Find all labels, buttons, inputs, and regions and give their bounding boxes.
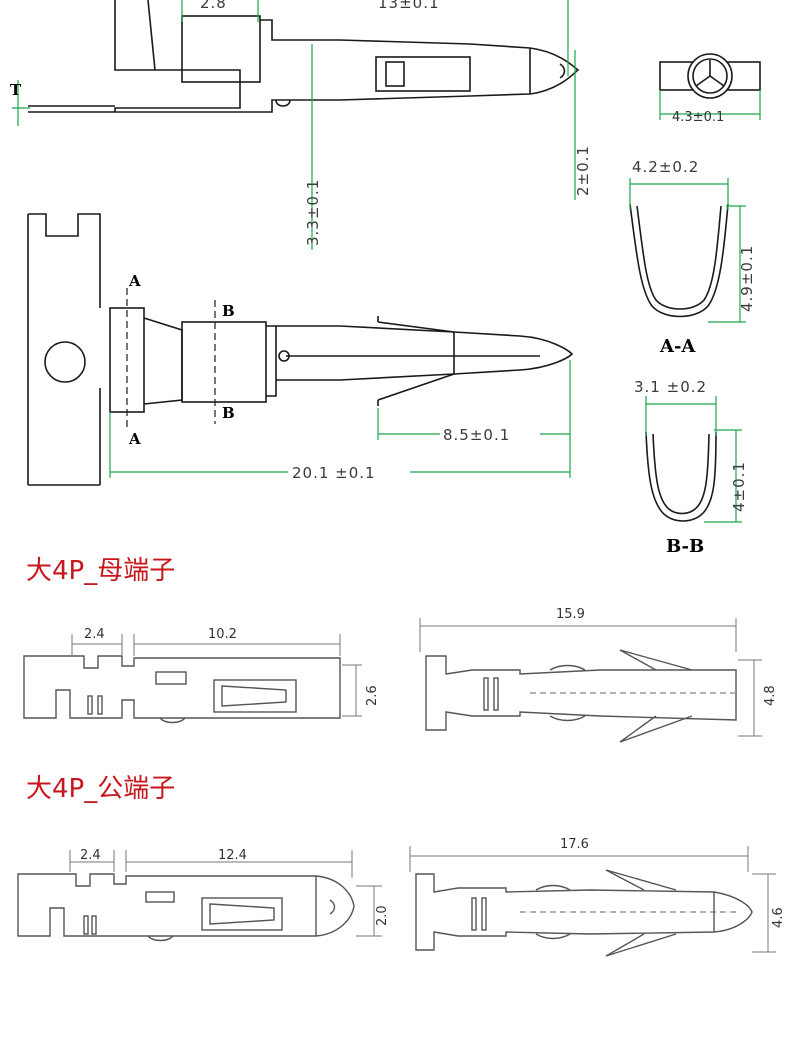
- female-terminal-top-view: [23, 655, 341, 724]
- male-terminal-side-photo: [415, 869, 753, 957]
- section-b-b: [645, 431, 717, 522]
- male-side-dim: [409, 846, 776, 953]
- dim-20-1: 20.1 ±0.1: [292, 464, 376, 482]
- circle-dim-lines: [659, 90, 761, 120]
- female-top-dim: [71, 634, 362, 717]
- male-terminal-side-view: [28, 0, 580, 113]
- male-dim-b: 12.4: [218, 848, 247, 863]
- male-terminal-top-view: [17, 873, 355, 942]
- male-dim-a: 2.4: [80, 848, 101, 863]
- female-dim-h: 2.6: [365, 685, 380, 706]
- male-dim-w: 4.6: [771, 907, 786, 928]
- dim-2-8: 2.8: [200, 0, 227, 12]
- female-terminal-side-view: [27, 213, 574, 486]
- top-dimension-lines: [12, 0, 576, 250]
- female-terminal-heading: 大4P_母端子: [26, 556, 176, 586]
- dim-3-1: 3.1 ±0.2: [634, 378, 707, 396]
- dim-13: 13±0.1: [378, 0, 440, 12]
- label-t: T: [10, 81, 22, 99]
- cut-label-a-bottom: A: [128, 430, 141, 448]
- section-label-a-a: A-A: [659, 336, 696, 357]
- circle-cross-section: [659, 53, 761, 99]
- cut-label-b-bottom: B: [222, 404, 235, 422]
- bb-dim-lines: [645, 396, 742, 523]
- male-top-dim: [69, 850, 382, 937]
- section-label-b-b: B-B: [666, 536, 704, 557]
- dim-8-5: 8.5±0.1: [443, 426, 510, 444]
- dim-4-3: 4.3±0.1: [672, 110, 724, 125]
- female-dim-lines: [109, 360, 571, 478]
- dim-4-9: 4.9±0.1: [738, 245, 756, 312]
- female-terminal-side-photo: [425, 649, 737, 743]
- aa-dim-lines: [629, 178, 746, 323]
- dim-3-3: 3.3±0.1: [304, 179, 322, 246]
- dim-2: 2±0.1: [574, 145, 592, 196]
- section-a-a: [629, 203, 729, 318]
- male-dim-h: 2.0: [375, 905, 390, 926]
- dim-4: 4±0.1: [730, 461, 748, 512]
- cut-label-b-top: B: [222, 302, 235, 320]
- female-dim-a: 2.4: [84, 627, 105, 642]
- female-dim-b: 10.2: [208, 627, 237, 642]
- male-dim-len: 17.6: [560, 837, 589, 852]
- section-cut-lines: [126, 288, 216, 430]
- male-terminal-heading: 大4P_公端子: [26, 774, 176, 804]
- female-dim-len: 15.9: [556, 607, 585, 622]
- dim-4-2: 4.2±0.2: [632, 158, 699, 176]
- female-side-dim: [419, 618, 762, 737]
- cut-label-a-top: A: [128, 272, 141, 290]
- female-dim-w: 4.8: [763, 685, 778, 706]
